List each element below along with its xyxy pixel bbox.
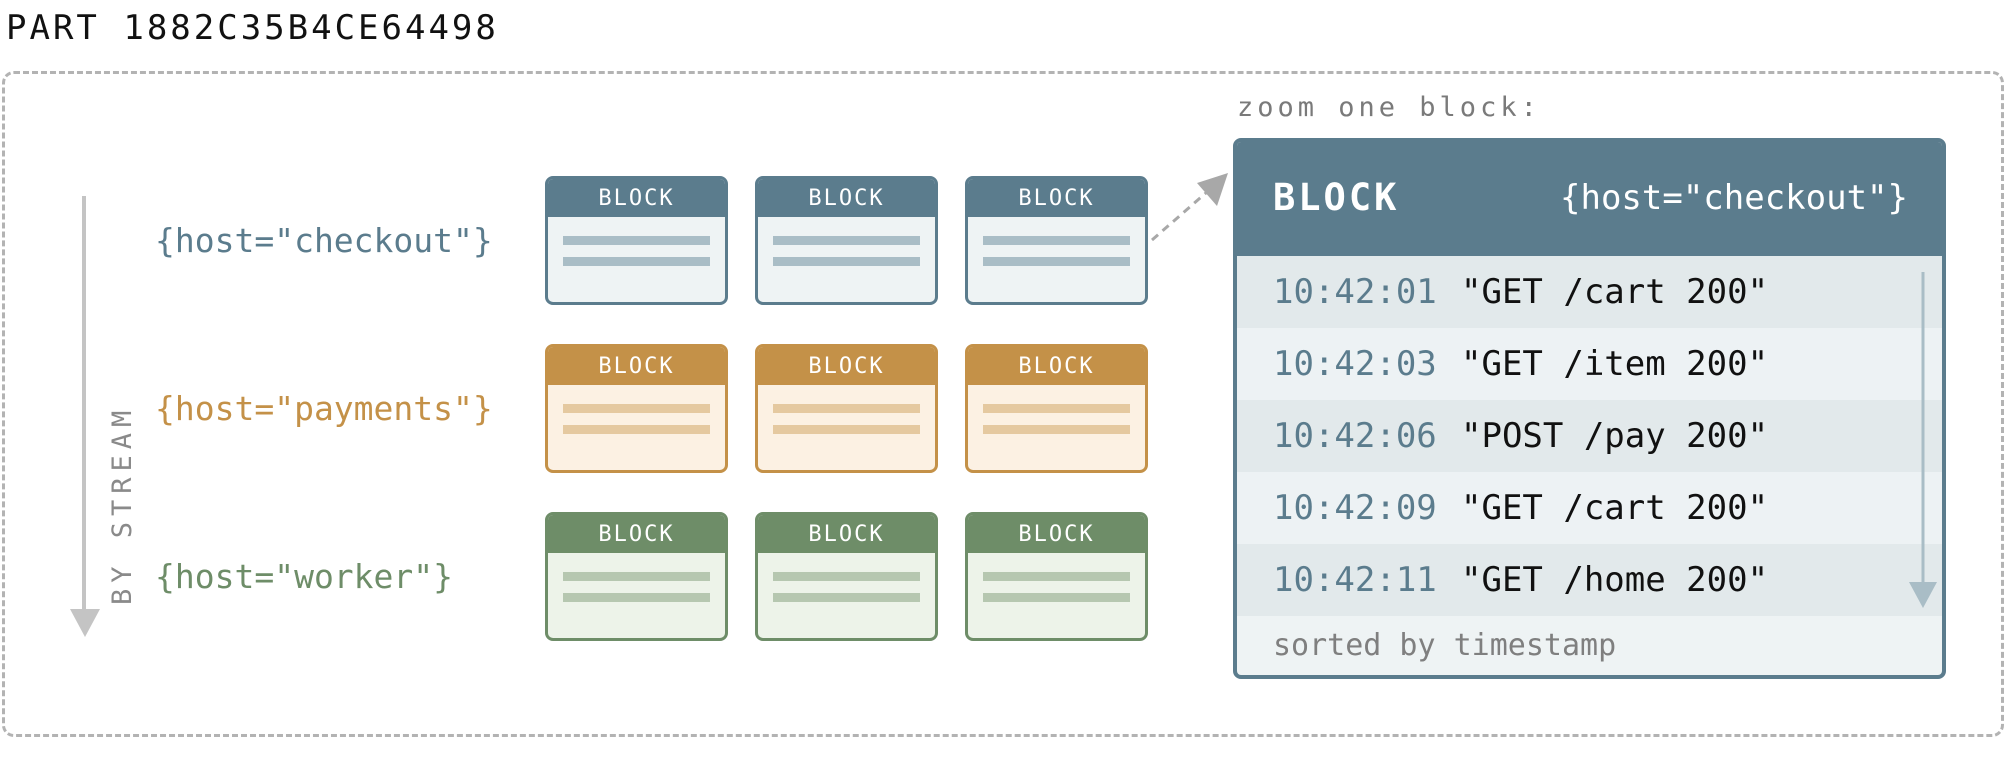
block-line [773, 404, 920, 413]
block-header: BLOCK [968, 515, 1145, 553]
log-message: "GET /home 200" [1461, 560, 1769, 600]
block: BLOCK [755, 512, 938, 641]
block: BLOCK [965, 176, 1148, 305]
zoom-block-header: BLOCK {host="checkout"} [1237, 142, 1942, 256]
block: BLOCK [965, 344, 1148, 473]
block-line [563, 593, 710, 602]
block-line [983, 404, 1130, 413]
sort-arrow-down-icon [1909, 272, 1937, 608]
stream-label-checkout: {host="checkout"} [155, 221, 493, 260]
block-line [773, 572, 920, 581]
stream-axis: BY STREAM [70, 196, 138, 641]
block-header: BLOCK [968, 179, 1145, 217]
axis-line [82, 196, 86, 611]
block-line [983, 425, 1130, 434]
log-entry: 10:42:06 "POST /pay 200" [1237, 400, 1942, 472]
block-line [983, 572, 1130, 581]
block-line [773, 425, 920, 434]
stream-label-worker: {host="worker"} [155, 557, 454, 596]
block-line [983, 257, 1130, 266]
log-message: "GET /cart 200" [1461, 488, 1769, 528]
block-line [983, 593, 1130, 602]
part-frame [2, 71, 2004, 737]
log-entries: 10:42:01 "GET /cart 200" 10:42:03 "GET /… [1237, 256, 1942, 616]
block-header: BLOCK [758, 515, 935, 553]
zoom-arrow-icon [1151, 173, 1228, 242]
log-timestamp: 10:42:09 [1273, 488, 1437, 528]
block-header: BLOCK [758, 347, 935, 385]
block-header: BLOCK [758, 179, 935, 217]
log-timestamp: 10:42:01 [1273, 272, 1437, 312]
log-message: "GET /item 200" [1461, 344, 1769, 384]
log-entry: 10:42:11 "GET /home 200" [1237, 544, 1942, 616]
log-entry: 10:42:09 "GET /cart 200" [1237, 472, 1942, 544]
block: BLOCK [755, 344, 938, 473]
block: BLOCK [755, 176, 938, 305]
axis-label: BY STREAM [107, 404, 138, 605]
part-title: PART 1882C35B4CE64498 [6, 8, 499, 48]
log-timestamp: 10:42:06 [1273, 416, 1437, 456]
block-line [563, 425, 710, 434]
arrow-down-icon [70, 609, 100, 637]
zoom-caption: zoom one block: [1237, 92, 1541, 123]
block-header: BLOCK [548, 347, 725, 385]
block-header: BLOCK [548, 515, 725, 553]
zoom-block-title: BLOCK [1273, 176, 1400, 219]
log-timestamp: 10:42:03 [1273, 344, 1437, 384]
log-message: "GET /cart 200" [1461, 272, 1769, 312]
block: BLOCK [545, 512, 728, 641]
block-line [773, 236, 920, 245]
zoom-block-stream: {host="checkout"} [1560, 178, 1908, 218]
block-line [563, 257, 710, 266]
log-timestamp: 10:42:11 [1273, 560, 1437, 600]
zoom-block-panel: BLOCK {host="checkout"} 10:42:01 "GET /c… [1233, 138, 1946, 679]
log-entry: 10:42:01 "GET /cart 200" [1237, 256, 1942, 328]
block-line [563, 572, 710, 581]
block-line [563, 236, 710, 245]
block-header: BLOCK [548, 179, 725, 217]
block-line [983, 236, 1130, 245]
stream-label-payments: {host="payments"} [155, 389, 493, 428]
block-line [773, 257, 920, 266]
block-line [563, 404, 710, 413]
log-message: "POST /pay 200" [1461, 416, 1769, 456]
log-entry: 10:42:03 "GET /item 200" [1237, 328, 1942, 400]
block-header: BLOCK [968, 347, 1145, 385]
block: BLOCK [545, 176, 728, 305]
zoom-footer-note: sorted by timestamp [1273, 628, 1617, 663]
block: BLOCK [545, 344, 728, 473]
block: BLOCK [965, 512, 1148, 641]
block-line [773, 593, 920, 602]
